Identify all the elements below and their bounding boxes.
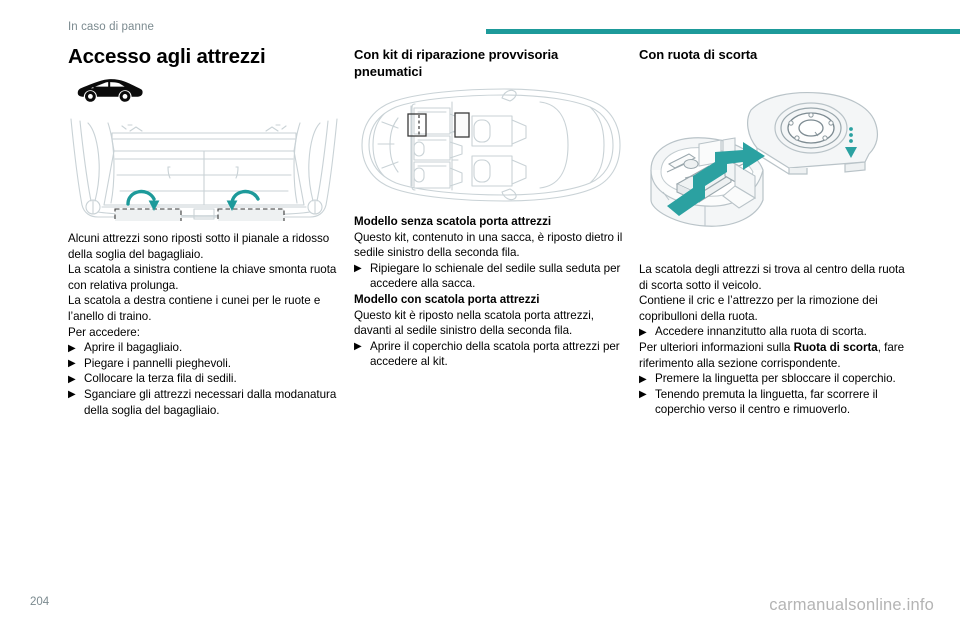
paragraph: La scatola a destra contiene i cunei per… (68, 294, 321, 323)
page-number: 204 (30, 596, 50, 608)
left-storage-box (114, 208, 182, 221)
bullet-item: ▶ Premere la linguetta per sbloccare il … (639, 371, 911, 387)
bullet-item: ▶ Piegare i pannelli pieghevoli. (68, 356, 340, 372)
subsection-heading: Modello senza scatola porta attrezzi (354, 215, 552, 228)
paragraph: La scatola degli attrezzi si trova al ce… (639, 263, 905, 292)
column-two: Con kit di riparazione provvisoria pneum… (354, 44, 626, 370)
bullet-arrow-icon: ▶ (68, 342, 76, 354)
site-credit: carmanualsonline.info (769, 596, 934, 614)
bullet-arrow-icon: ▶ (354, 341, 362, 353)
paragraph: Questo kit è riposto nella scatola porta… (354, 308, 595, 338)
breadcrumb: In caso di panne (68, 21, 154, 33)
bullet-label: Aprire il bagagliaio. (84, 341, 183, 355)
bullet-arrow-icon: ▶ (68, 389, 76, 401)
bullet-label: Premere la linguetta per sbloccare il co… (655, 372, 896, 386)
header-accent-rule (486, 29, 960, 34)
bullet-arrow-icon: ▶ (639, 326, 647, 338)
bullet-arrow-icon: ▶ (639, 389, 647, 401)
column-one: Accesso agli attrezzi (68, 44, 340, 418)
vehicle-top-view-illustration (361, 88, 621, 202)
vehicle-side-silhouette-icon (77, 79, 143, 102)
bullet-label: Collocare la terza fila di sedili. (84, 372, 237, 386)
cross-reference: Per ulteriori informazioni sulla Ruota d… (639, 340, 911, 371)
left-teal-arrow (126, 189, 156, 206)
bullet-label: Sganciare gli attrezzi necessari dalla m… (84, 387, 337, 417)
column-three: Con ruota di scorta (639, 44, 911, 418)
left-teal-arrowhead (148, 200, 160, 211)
bullet-item: ▶ Accedere innanzitutto alla ruota di sc… (639, 324, 911, 340)
bullet-item: ▶ Collocare la terza fila di sedili. (68, 371, 340, 387)
subsection-heading: Modello con scatola porta attrezzi (354, 292, 540, 306)
bullet-item: ▶ Sganciare gli attrezzi necessari dalla… (68, 387, 340, 418)
cross-reference-target: Ruota di scorta (793, 340, 878, 354)
section-title-tyre-repair-kit: Con kit di riparazione provvisoria pneum… (354, 47, 559, 79)
cross-reference-prefix: Per ulteriori informazioni sulla (639, 340, 794, 354)
paragraph: Per accedere: (68, 325, 140, 339)
boot-floor-storage-illustration (70, 118, 338, 221)
paragraph: Alcuni attrezzi sono riposti sotto il pi… (68, 232, 330, 261)
page-title: Accesso agli attrezzi (68, 45, 266, 68)
bullet-arrow-icon: ▶ (68, 358, 76, 370)
bullet-item: ▶ Aprire il bagagliaio. (68, 340, 340, 356)
column-three-body: La scatola degli attrezzi si trova al ce… (639, 262, 911, 418)
page-header: In caso di panne (0, 0, 960, 42)
bullet-label: Piegare i pannelli pieghevoli. (84, 356, 231, 370)
content-area: Accesso agli attrezzi (0, 44, 960, 584)
bullet-label: Ripiegare lo schienale del sedile sulla … (370, 261, 621, 291)
paragraph: Questo kit, contenuto in una sacca, è ri… (354, 230, 623, 260)
bullet-arrow-icon: ▶ (68, 373, 76, 385)
right-teal-arrowhead (226, 200, 238, 211)
paragraph: Contiene il cric e l’attrezzo per la rim… (639, 294, 878, 323)
bullet-label: Aprire il coperchio della scatola porta … (370, 339, 620, 369)
cross-reference-suffix: , fare riferimento alla sezione corrispo… (639, 340, 905, 370)
paragraph: La scatola a sinistra contiene la chiave… (68, 263, 337, 292)
column-two-body: Modello senza scatola porta attrezzi Que… (354, 214, 626, 370)
bullet-arrow-icon: ▶ (639, 373, 647, 385)
boot-floor-storage-figure (68, 109, 340, 221)
bullet-label: Tenendo premuta la linguetta, far scorre… (655, 387, 878, 417)
page-footer: 204 carmanualsonline.info (0, 596, 960, 640)
bullet-item: ▶ Ripiegare lo schienale del sedile sull… (354, 261, 626, 292)
bullet-item: ▶ Aprire il coperchio della scatola port… (354, 339, 626, 370)
cover-slide-arrow (845, 127, 857, 158)
right-storage-box (217, 208, 285, 221)
section-title-spare-wheel: Con ruota di scorta (639, 47, 758, 62)
toolbox-lift-arrow (667, 142, 765, 216)
wheel-cover-plate (747, 91, 879, 175)
toolbox-in-spare-wheel-illustration (650, 91, 879, 227)
bullet-item: ▶ Tenendo premuta la linguetta, far scor… (639, 387, 911, 418)
vehicle-top-view-figure (354, 86, 626, 204)
bullet-label: Accedere innanzitutto alla ruota di scor… (655, 325, 867, 339)
kit-position-toolbox (454, 112, 470, 138)
column-one-body: Alcuni attrezzi sono riposti sotto il pi… (68, 231, 340, 418)
vehicle-side-silhouette-figure (77, 77, 340, 103)
kit-position-bag (407, 113, 427, 137)
bullet-arrow-icon: ▶ (354, 263, 362, 275)
toolbox-in-spare-wheel-figure (639, 88, 911, 250)
